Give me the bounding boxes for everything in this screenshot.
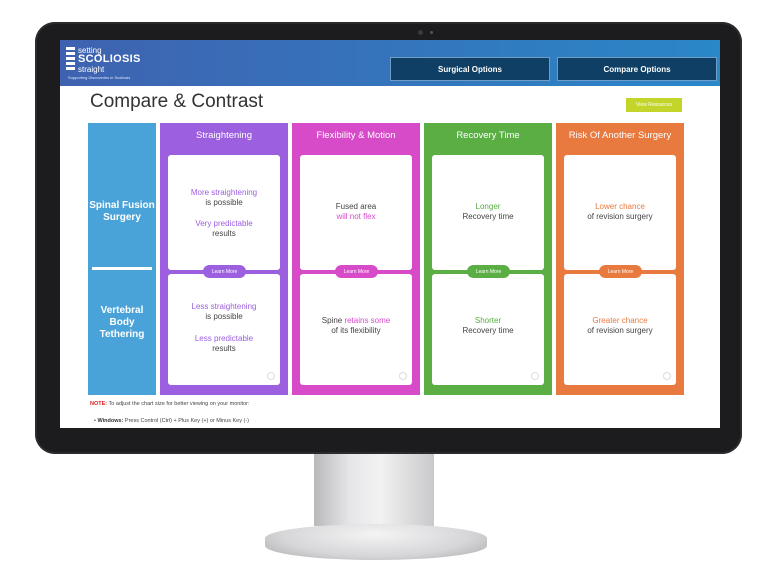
learn-more-button[interactable]: Learn More [467,265,510,278]
cell-highlight: Lower chance [595,202,645,211]
note-text: NOTE: To adjust the chart size for bette… [90,401,249,407]
column-title: Flexibility & Motion [316,130,396,141]
cell-text: Spine [321,316,345,325]
cell-text: of its flexibility [331,326,381,335]
info-icon[interactable] [267,372,275,380]
cell-text: of revision surgery [587,326,653,335]
cell-highlight: More straightening [190,188,258,197]
logo-line-2: SCOLIOSIS [78,53,141,65]
site-logo[interactable]: setting SCOLIOSIS straight Supporting Di… [66,46,146,82]
note-body: To adjust the chart size for better view… [107,401,250,407]
camera-sensor-icon [430,31,433,34]
cell-text: results [212,229,236,238]
column-title: Recovery Time [456,130,520,141]
info-icon[interactable] [663,372,671,380]
cell-text: Recovery time [462,326,514,335]
cell-highlight: Less straightening [191,302,257,311]
cell-highlight: Shorter [474,316,502,325]
cell-highlight: Greater chance [592,316,648,325]
logo-mark-icon [66,47,75,73]
cell-highlight: Longer [475,202,501,211]
monitor-base [265,524,487,560]
cell-text: is possible [205,312,243,321]
page-title: Compare & Contrast [90,91,264,112]
row-header-column: Spinal Fusion Surgery Vertebral Body Tet… [88,123,156,395]
header-bar: setting SCOLIOSIS straight Supporting Di… [60,40,720,86]
view-resources-button[interactable]: View Resources [626,98,682,112]
column-title: Risk Of Another Surgery [568,130,672,141]
learn-more-button[interactable]: Learn More [335,265,378,278]
note-windows: • Windows: Press Control (Ctrl) + Plus K… [94,418,250,424]
cell-highlight: Very predictable [195,219,253,228]
note-label: NOTE: [90,401,108,407]
row-label-spinal-fusion: Spinal Fusion Surgery [89,200,155,223]
learn-more-button[interactable]: Learn More [599,265,642,278]
cell-text: Fused area [335,202,377,211]
monitor-stand [314,454,434,526]
windows-label: Windows: [97,418,124,424]
column-title: Straightening [196,130,252,141]
cell-text: results [212,344,236,353]
cell-text: of revision surgery [587,212,653,221]
cell-highlight: will not flex [336,212,376,221]
logo-line-1: setting [78,46,102,55]
info-icon[interactable] [399,372,407,380]
row-divider [92,267,152,270]
logo-line-3: straight [78,65,105,74]
logo-tagline: Supporting Discoveries in Scoliosis [68,75,131,80]
screen: setting SCOLIOSIS straight Supporting Di… [60,40,720,428]
learn-more-button[interactable]: Learn More [203,265,246,278]
windows-text: Press Control (Ctrl) + Plus Key (+) or M… [123,418,250,424]
cell-highlight: retains some [344,316,391,325]
camera-icon [418,30,423,35]
info-icon[interactable] [531,372,539,380]
cell-highlight: Less predictable [194,334,254,343]
cell-text: is possible [205,198,243,207]
nav-compare-options[interactable]: Compare Options [557,57,717,81]
cell-text: Recovery time [462,212,514,221]
nav-surgical-options[interactable]: Surgical Options [390,57,550,81]
row-label-vbt: Vertebral Body Tethering [99,305,145,340]
